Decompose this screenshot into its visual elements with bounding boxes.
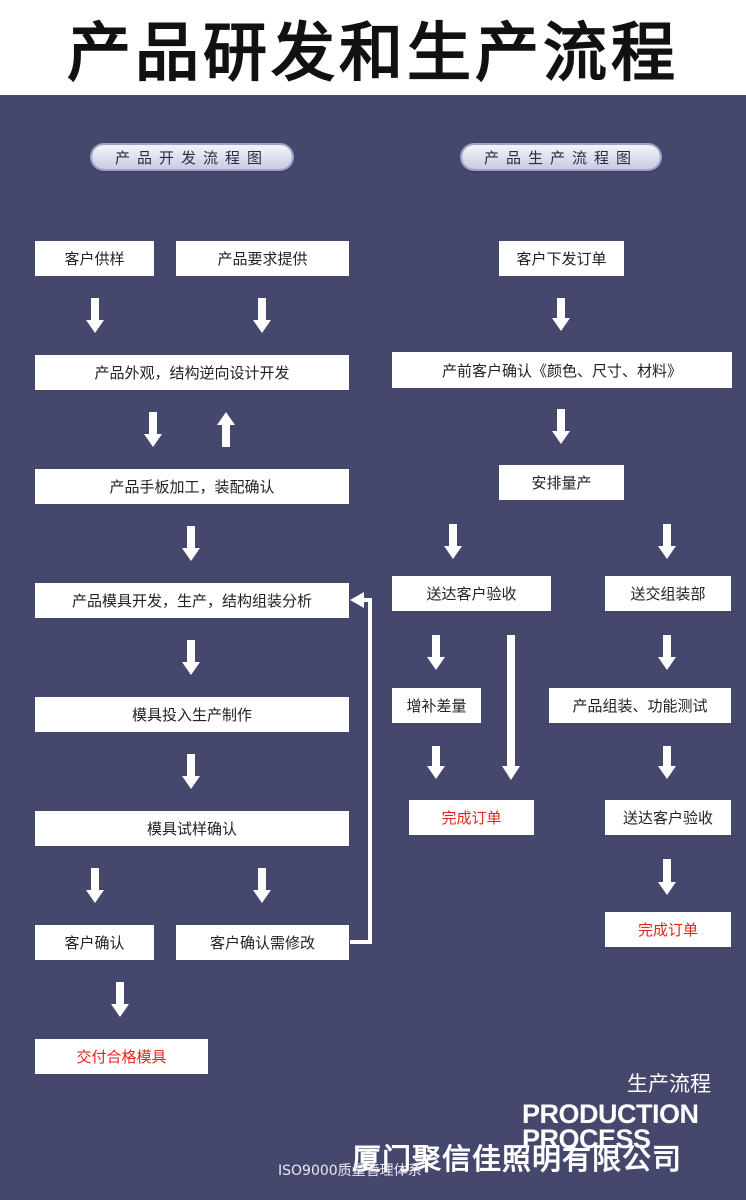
arrow-prototype-to-mold-dev bbox=[182, 526, 200, 561]
flowchart-panel bbox=[0, 95, 746, 1200]
arrow-deliver-to-supplement bbox=[427, 635, 445, 670]
dev-prototype-box: 产品手板加工，装配确认 bbox=[35, 469, 349, 504]
dev-design-box: 产品外观，结构逆向设计开发 bbox=[35, 355, 349, 390]
prod-deliver-inspect-box: 送达客户验收 bbox=[392, 576, 551, 611]
arrow-modify-feedback-head bbox=[350, 592, 364, 608]
footer-en-line1: PRODUCTION bbox=[522, 1099, 699, 1129]
dev-requirements-box: 产品要求提供 bbox=[176, 241, 349, 276]
arrow-design-to-prototype bbox=[144, 412, 162, 447]
company-name: 厦门聚信佳照明有限公司 bbox=[352, 1142, 683, 1176]
arrow-sample-to-design bbox=[86, 298, 104, 333]
dev-client-modify-box: 客户确认需修改 bbox=[176, 925, 349, 960]
prod-order-box: 客户下发订单 bbox=[499, 241, 624, 276]
footer-en-line2: PROCESS bbox=[522, 1124, 651, 1154]
arrow-modify-feedback-loop bbox=[350, 598, 372, 944]
arrow-confirm-to-deliver bbox=[111, 982, 129, 1017]
arrow-production-to-trial bbox=[182, 754, 200, 789]
arrow-order-to-pre-confirm bbox=[552, 298, 570, 331]
production-section-title: 产品生产流程图 bbox=[462, 145, 660, 169]
arrow-mass-to-deliver bbox=[444, 524, 462, 559]
arrow-deliver-to-complete bbox=[502, 635, 520, 780]
arrow-test-to-deliver-2 bbox=[658, 746, 676, 779]
dev-mold-production-box: 模具投入生产制作 bbox=[35, 697, 349, 732]
dev-client-confirm-box: 客户确认 bbox=[35, 925, 154, 960]
arrow-requirements-to-design bbox=[253, 298, 271, 333]
arrow-deliver-2-to-complete bbox=[658, 859, 676, 895]
arrow-trial-to-confirm bbox=[86, 868, 104, 903]
header: 产品研发和生产流程 bbox=[0, 0, 746, 95]
arrow-trial-to-modify bbox=[253, 868, 271, 903]
prod-assembly-test-box: 产品组装、功能测试 bbox=[549, 688, 731, 723]
arrow-supplement-to-complete bbox=[427, 746, 445, 779]
development-section-title: 产品开发流程图 bbox=[92, 145, 292, 169]
arrow-mass-to-assembly bbox=[658, 524, 676, 559]
prod-to-assembly-box: 送交组装部 bbox=[605, 576, 731, 611]
arrow-pre-confirm-to-mass bbox=[552, 409, 570, 444]
iso-label: ISO9000质量管理体系 bbox=[278, 1163, 422, 1179]
prod-mass-production-box: 安排量产 bbox=[499, 465, 624, 500]
arrow-mold-dev-to-production bbox=[182, 640, 200, 675]
prod-deliver-inspect-2-box: 送达客户验收 bbox=[605, 800, 731, 835]
dev-mold-development-box: 产品模具开发，生产，结构组装分析 bbox=[35, 583, 349, 618]
prod-pre-confirm-box: 产前客户确认《颜色、尺寸、材料》 bbox=[392, 352, 732, 388]
page-title: 产品研发和生产流程 bbox=[67, 16, 679, 91]
dev-client-sample-box: 客户供样 bbox=[35, 241, 154, 276]
prod-complete-order-2-box: 完成订单 bbox=[605, 912, 731, 947]
prod-complete-order-box: 完成订单 bbox=[409, 800, 534, 835]
arrow-assembly-to-test bbox=[658, 635, 676, 670]
dev-mold-trial-box: 模具试样确认 bbox=[35, 811, 349, 846]
footer-cn-label: 生产流程 bbox=[627, 1072, 711, 1096]
arrow-prototype-to-design-up bbox=[217, 412, 235, 447]
dev-deliver-mold-box: 交付合格模具 bbox=[35, 1039, 208, 1074]
prod-supplement-box: 增补差量 bbox=[392, 688, 481, 723]
